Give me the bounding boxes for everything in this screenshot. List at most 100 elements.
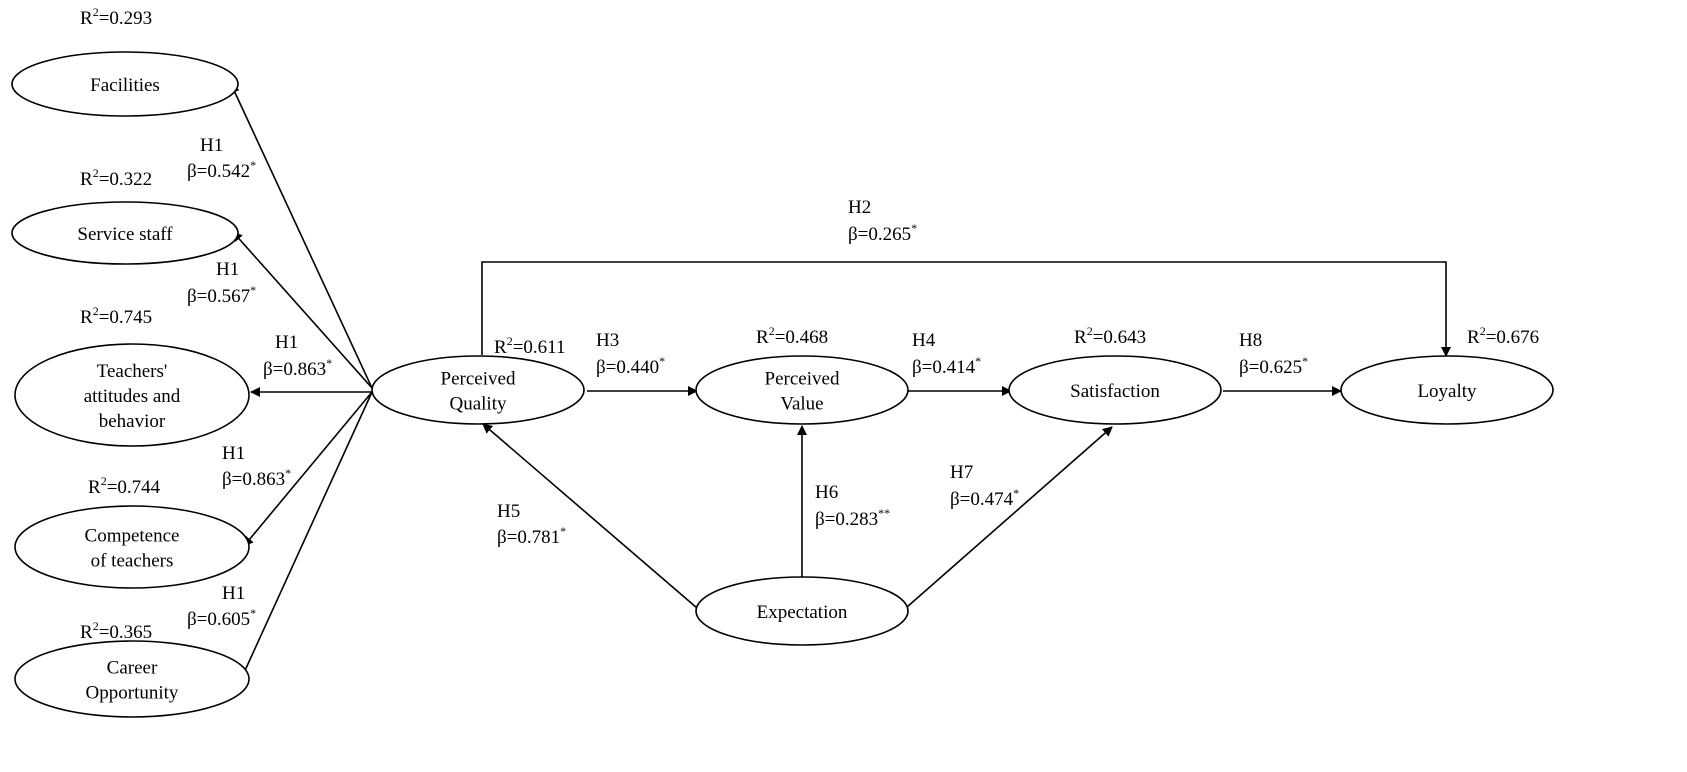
beta-value: β=0.605 xyxy=(187,609,250,630)
node-label: Service staff xyxy=(77,224,173,245)
node-satisfaction: Satisfaction xyxy=(1008,355,1222,425)
significance-marker: * xyxy=(250,158,256,172)
node-label: Teachers' xyxy=(97,361,168,382)
edge-expectation-to-perceived-quality xyxy=(482,423,698,609)
edge-expectation-to-satisfaction xyxy=(906,426,1113,608)
r-squared-superscript: 2 xyxy=(1480,324,1486,338)
edge-label-h7: H7 β=0.474* xyxy=(950,462,1019,510)
node-ellipse xyxy=(11,51,239,117)
r-squared-superscript: 2 xyxy=(769,324,775,338)
edge-label-h1: H1 β=0.567* xyxy=(187,259,256,307)
significance-marker: * xyxy=(975,354,981,368)
node-ellipse xyxy=(371,355,585,425)
node-label: Perceived xyxy=(765,369,840,390)
significance-marker: * xyxy=(250,283,256,297)
edge-label-h2: H2 β=0.265* xyxy=(848,197,917,245)
edge-perceived-quality-to-competence xyxy=(243,391,373,547)
significance-marker: * xyxy=(1013,486,1019,500)
beta-value: β=0.474 xyxy=(950,489,1014,510)
node-label: Competence xyxy=(85,526,180,547)
edge-label-h6: H6 β=0.283** xyxy=(815,482,890,530)
beta-value: β=0.567 xyxy=(187,286,250,307)
node-ellipse xyxy=(1340,355,1554,425)
r-squared-base: R xyxy=(80,169,93,190)
beta-value: β=0.440 xyxy=(596,357,659,378)
beta-label: β=0.625* xyxy=(1239,354,1308,378)
node-ellipse xyxy=(695,576,909,646)
beta-value: β=0.863 xyxy=(222,469,285,490)
r-squared-loyalty: R2=0.676 xyxy=(1467,324,1539,348)
node-label: of teachers xyxy=(91,551,174,572)
edge-label-h3: H3 β=0.440* xyxy=(596,330,665,378)
r-squared-value: =0.745 xyxy=(99,307,152,328)
significance-marker: * xyxy=(326,356,332,370)
significance-marker: ** xyxy=(878,506,890,520)
r-squared-service-staff: R2=0.322 xyxy=(80,166,152,190)
hypothesis-label: H8 xyxy=(1239,330,1262,351)
node-competence: Competence of teachers xyxy=(14,505,250,589)
r-squared-superscript: 2 xyxy=(93,5,99,19)
r-squared-perceived-value: R2=0.468 xyxy=(756,324,828,348)
beta-label: β=0.265* xyxy=(848,221,917,245)
beta-label: β=0.440* xyxy=(596,354,665,378)
r-squared-value: =0.611 xyxy=(513,337,566,358)
hypothesis-label: H6 xyxy=(815,482,838,503)
beta-value: β=0.542 xyxy=(187,161,250,182)
beta-label: β=0.863* xyxy=(263,356,332,380)
hypothesis-label: H1 xyxy=(216,259,239,280)
beta-value: β=0.265 xyxy=(848,224,911,245)
r-squared-facilities: R2=0.293 xyxy=(80,5,152,29)
node-label: Expectation xyxy=(757,602,848,623)
node-ellipse xyxy=(11,201,239,265)
beta-label: β=0.542* xyxy=(187,158,256,182)
node-loyalty: Loyalty xyxy=(1340,355,1554,425)
edge-label-h1: H1β=0.863* xyxy=(222,443,291,490)
r-squared-superscript: 2 xyxy=(1087,324,1093,338)
hypothesis-label: H1 xyxy=(200,135,223,156)
significance-marker: * xyxy=(911,221,917,235)
edge-perceived-quality-to-career xyxy=(236,391,373,689)
r-squared-superscript: 2 xyxy=(93,619,99,633)
edge-perceived-quality-to-service-staff xyxy=(232,231,373,389)
beta-label: β=0.283** xyxy=(815,506,890,530)
r-squared-base: R xyxy=(80,307,93,328)
r-squared-base: R xyxy=(88,477,101,498)
significance-marker: * xyxy=(560,524,566,538)
node-label: attitudes and xyxy=(84,386,181,407)
edge-label-h8: H8 β=0.625* xyxy=(1239,330,1308,378)
edge-label-h1: H1β=0.542* xyxy=(187,135,256,182)
node-label: Opportunity xyxy=(86,683,179,704)
node-label: behavior xyxy=(99,411,166,432)
hypothesis-label: H4 xyxy=(912,330,936,351)
significance-marker: * xyxy=(285,466,291,480)
hypothesis-label: H7 xyxy=(950,462,973,483)
edge-label-h1: H1β=0.863* xyxy=(263,332,332,380)
edge-perceived-quality-to-facilities xyxy=(230,83,373,389)
node-facilities: Facilities xyxy=(11,51,239,117)
node-expectation: Expectation xyxy=(695,576,909,646)
node-ellipse xyxy=(695,355,909,425)
beta-value: β=0.863 xyxy=(263,359,326,380)
r-squared-perceived-quality: R2=0.611 xyxy=(494,334,565,358)
r-squared-base: R xyxy=(756,327,769,348)
r-squared-superscript: 2 xyxy=(93,304,99,318)
significance-marker: * xyxy=(250,606,256,620)
r-squared-base: R xyxy=(1467,327,1480,348)
hypothesis-label: H3 xyxy=(596,330,619,351)
hypothesis-label: H2 xyxy=(848,197,871,218)
hypothesis-label: H1 xyxy=(222,583,245,604)
node-service-staff: Service staff xyxy=(11,201,239,265)
r-squared-superscript: 2 xyxy=(93,166,99,180)
node-ellipse xyxy=(14,640,250,718)
r-squared-competence: R2=0.744 xyxy=(88,474,161,498)
beta-value: β=0.625 xyxy=(1239,357,1302,378)
edge-label-h5: H5β=0.781* xyxy=(497,501,566,548)
node-ellipse xyxy=(1008,355,1222,425)
beta-label: β=0.605* xyxy=(187,606,256,630)
edge-label-h4: H4β=0.414* xyxy=(912,330,981,378)
r-squared-value: =0.365 xyxy=(99,622,152,643)
node-ellipse xyxy=(14,505,250,589)
